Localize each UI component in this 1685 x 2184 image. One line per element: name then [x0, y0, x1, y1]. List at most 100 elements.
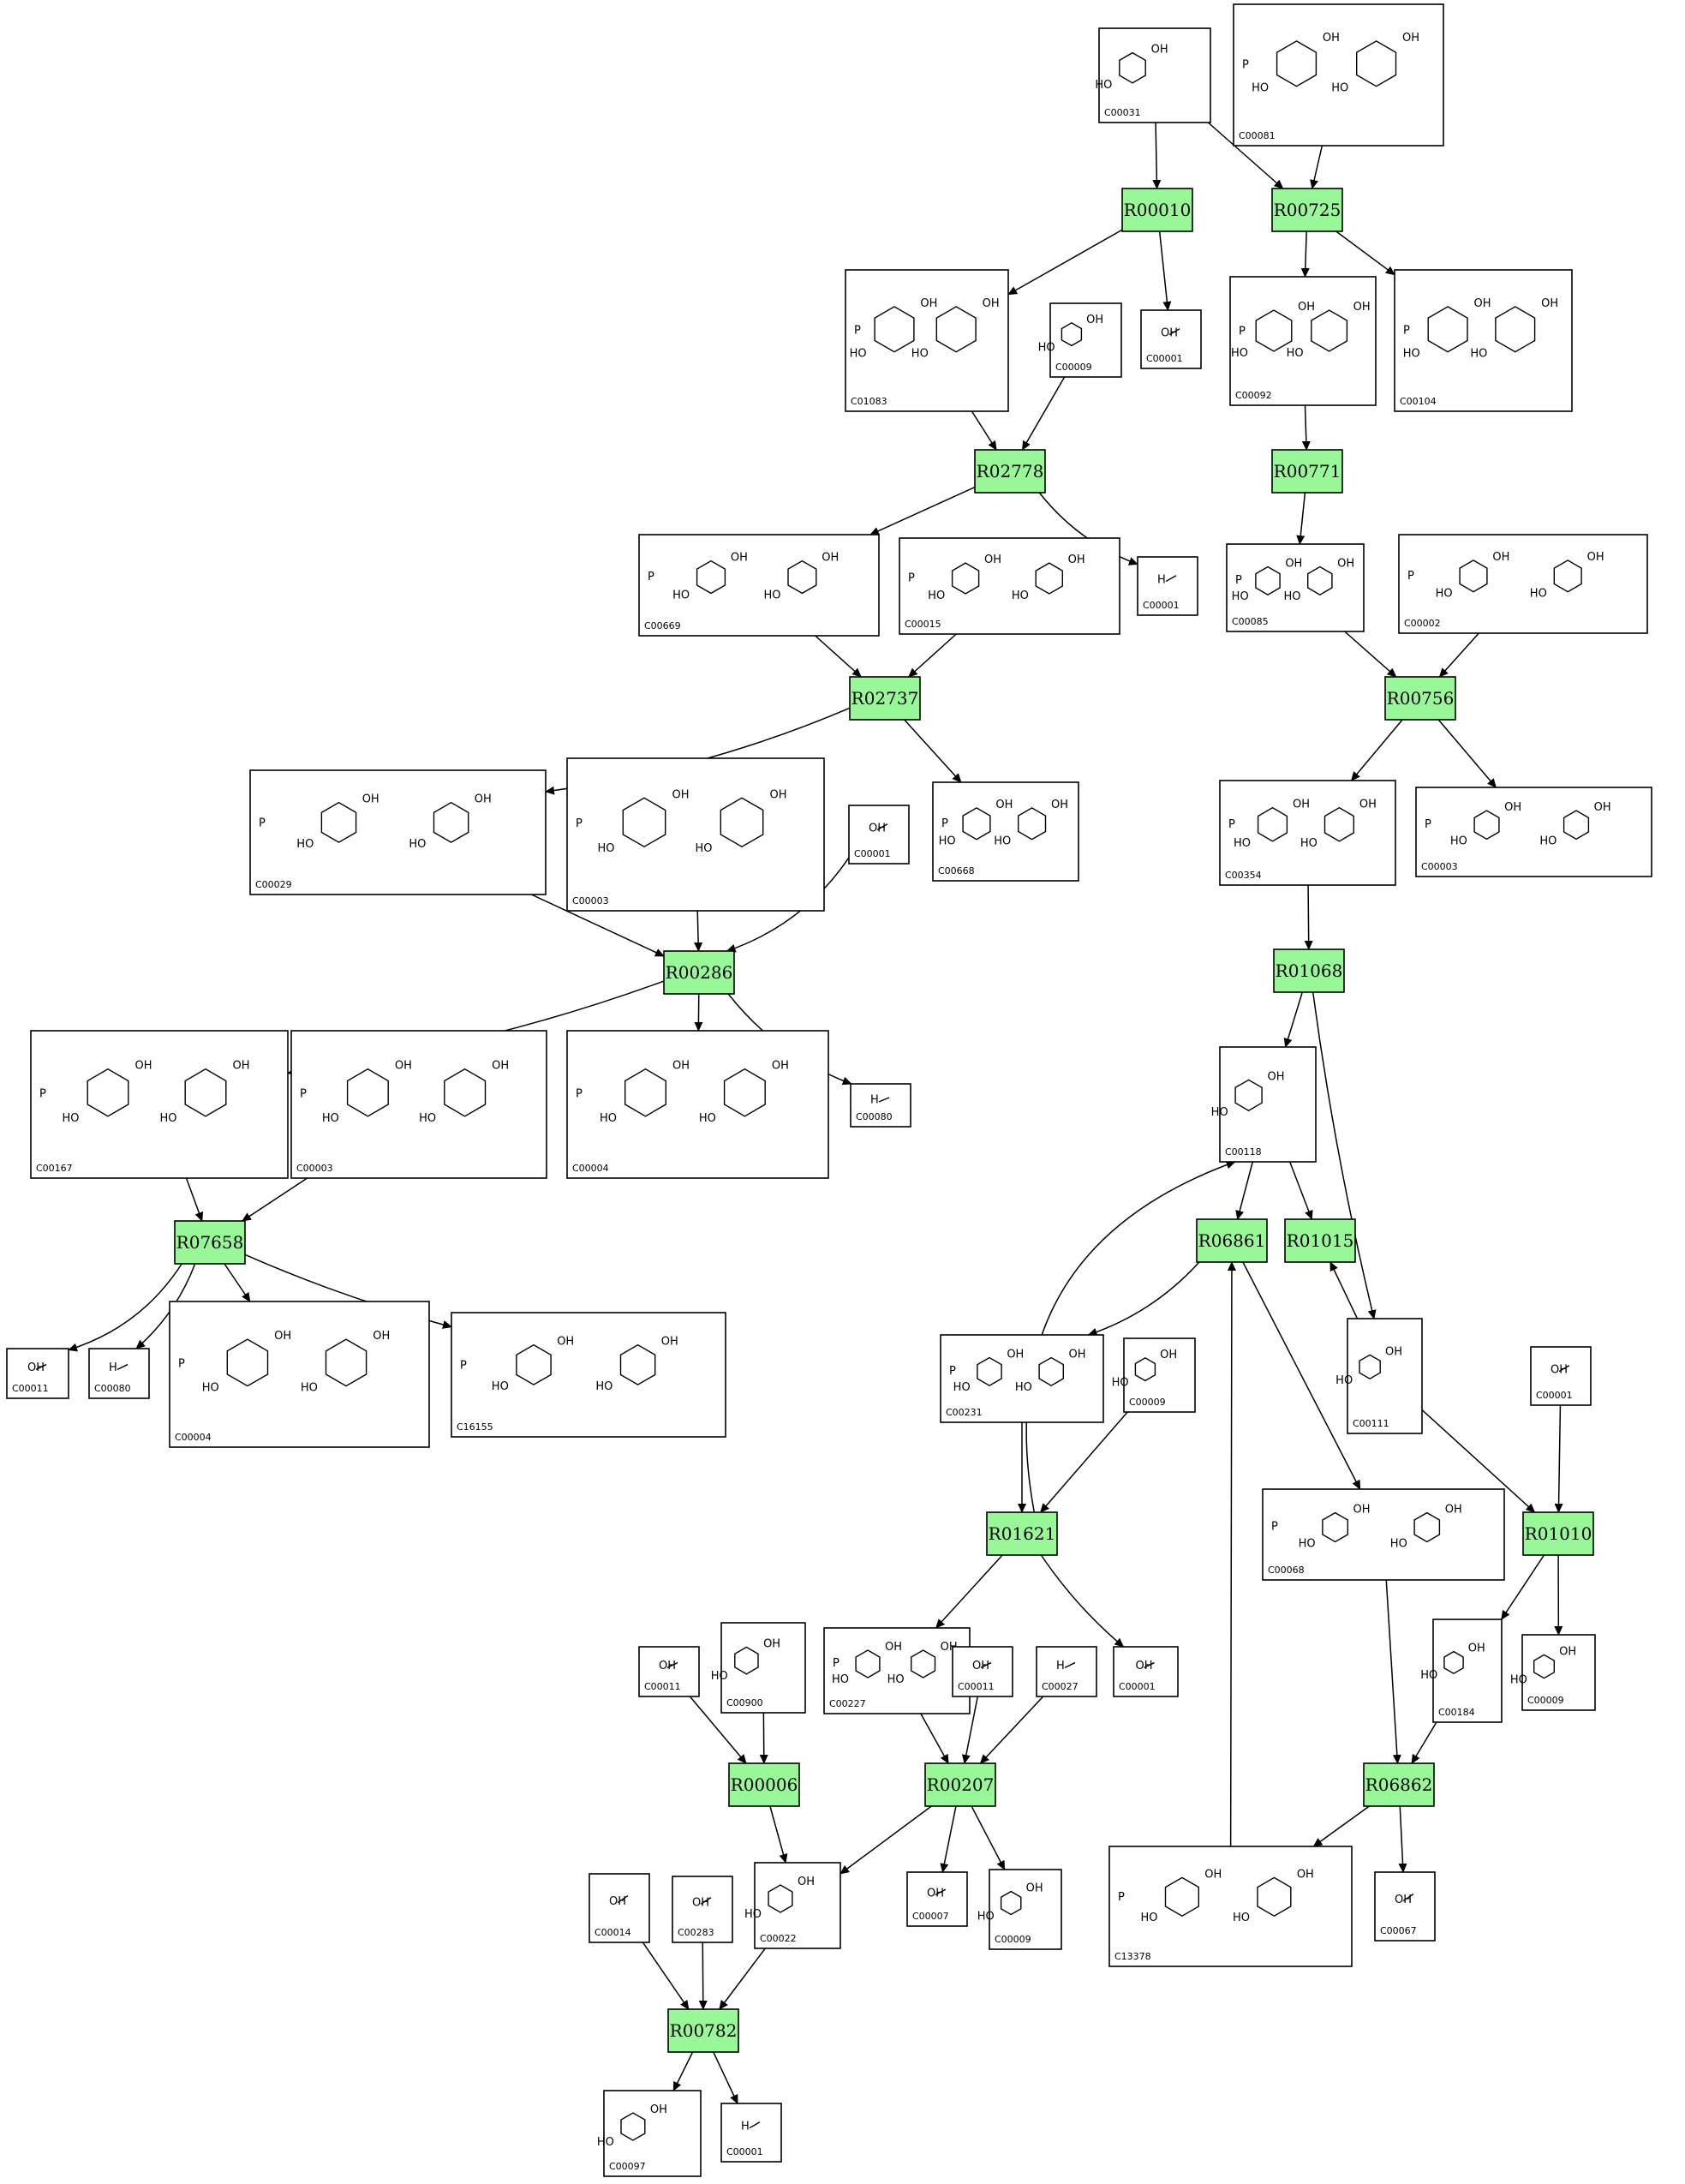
reaction-node[interactable]: R00725: [1271, 188, 1343, 232]
edge-arrow: [1304, 884, 1313, 950]
svg-text:P: P: [1235, 574, 1242, 587]
svg-text:OH: OH: [769, 788, 786, 801]
reaction-box: [849, 676, 921, 721]
compound-box: [88, 1348, 150, 1399]
reaction-node[interactable]: R01010: [1522, 1511, 1594, 1556]
compound-id: C00001: [1146, 353, 1183, 364]
svg-text:OH: OH: [983, 297, 1000, 310]
svg-text:P: P: [1242, 58, 1249, 71]
reaction-node[interactable]: R07658: [174, 1220, 246, 1265]
reaction-box: [667, 2008, 739, 2053]
reaction-node[interactable]: R00756: [1384, 676, 1456, 721]
svg-text:P: P: [178, 1358, 185, 1371]
reaction-node[interactable]: R01068: [1273, 948, 1345, 993]
svg-text:P: P: [833, 1657, 840, 1670]
reaction-box: [1121, 188, 1193, 232]
svg-text:OH: OH: [1587, 551, 1604, 564]
reaction-node[interactable]: R06862: [1363, 1762, 1435, 1807]
edge-arrow: [869, 486, 976, 536]
edge-arrow: [672, 2051, 694, 2091]
reaction-node[interactable]: R00771: [1271, 449, 1343, 494]
edge-arrow: [908, 633, 957, 678]
reaction-node[interactable]: R06861: [1196, 1218, 1268, 1263]
compound-id: C00184: [1438, 1707, 1475, 1718]
reaction-node[interactable]: R00006: [728, 1762, 800, 1807]
reaction-box: [1363, 1762, 1435, 1807]
reaction-node[interactable]: R01015: [1284, 1218, 1356, 1263]
compound-id: C00068: [1268, 1565, 1305, 1576]
compound-id: C00004: [572, 1163, 609, 1174]
compound-box: [638, 534, 880, 637]
compound-id: C00011: [958, 1681, 995, 1692]
svg-text:HO: HO: [1095, 79, 1112, 92]
reaction-node[interactable]: R00286: [663, 950, 735, 995]
svg-text:OH: OH: [1559, 1645, 1576, 1658]
svg-text:OH: OH: [1385, 1345, 1402, 1358]
svg-text:HO: HO: [1450, 835, 1467, 847]
reaction-node[interactable]: R02737: [849, 676, 921, 721]
reaction-node[interactable]: R00207: [924, 1762, 996, 1807]
reaction-node[interactable]: R00782: [667, 2008, 739, 2053]
svg-text:HO: HO: [1012, 589, 1029, 602]
svg-text:HO: HO: [1470, 348, 1487, 361]
reaction-id: R01068: [1276, 960, 1343, 981]
reaction-node[interactable]: R02778: [974, 449, 1046, 494]
svg-text:P: P: [908, 571, 915, 584]
svg-text:P: P: [300, 1087, 307, 1100]
reaction-box: [1271, 449, 1343, 494]
svg-text:P: P: [854, 324, 861, 337]
reaction-node[interactable]: R00010: [1121, 188, 1193, 232]
reaction-node[interactable]: R01621: [986, 1511, 1058, 1556]
compound-box: [603, 2090, 702, 2177]
